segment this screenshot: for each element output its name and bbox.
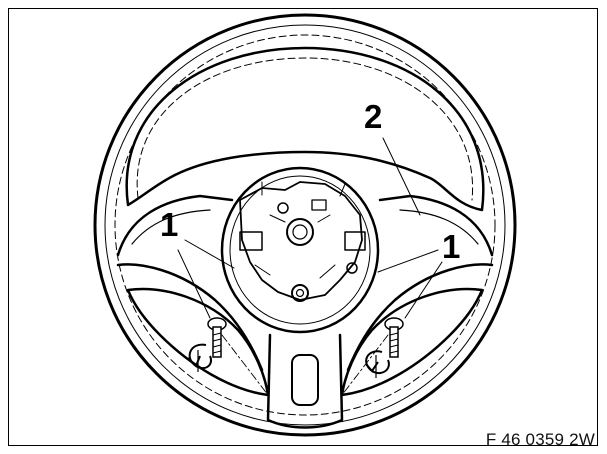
callout-1-right: 1: [442, 228, 460, 265]
hub-bolt-inner: [295, 288, 305, 298]
screw-right-icon: [384, 317, 404, 358]
rotate-arrow-right-icon: [365, 350, 390, 378]
hub-bolt: [291, 284, 309, 302]
rim-upper-opening: [125, 46, 485, 212]
leader-1-right-b: [404, 261, 443, 319]
bottom-spoke-slot: [291, 354, 319, 406]
left-spoke-inner: [131, 209, 211, 245]
hub-connector-left: [239, 231, 263, 251]
hub-pin-right: [346, 262, 358, 274]
hub-bracket: [239, 181, 363, 301]
rim-lower-right-opening: [340, 287, 484, 397]
screw-axis-right: [341, 334, 389, 396]
hub-ring-inner: [229, 175, 371, 325]
rim-lower-left-opening: [126, 287, 270, 397]
screw-left-icon: [207, 317, 227, 358]
callout-1-left: 1: [160, 206, 178, 243]
hub-bore-inner: [292, 224, 308, 240]
callout-2: 2: [364, 98, 382, 135]
hub-connector-right: [344, 231, 366, 251]
hub-detail-lines: [254, 181, 346, 279]
right-spoke-inner: [399, 209, 479, 245]
figure-caption: F 46 0359 2W: [485, 430, 595, 449]
figure-frame: [8, 8, 598, 446]
right-spoke: [346, 194, 494, 372]
screw-axis-left: [221, 334, 269, 396]
rim-upper-stitch: [136, 57, 474, 201]
rim-stitching: [114, 34, 496, 416]
bottom-spoke: [266, 333, 344, 429]
hub-pin-left: [277, 202, 289, 214]
leader-1-left-a: [184, 239, 235, 269]
hub-center-bore: [286, 218, 314, 246]
hub-clip-top: [311, 199, 327, 211]
leader-2: [382, 137, 421, 216]
leader-1-right-a: [377, 249, 439, 273]
hub-ring: [220, 166, 380, 334]
rim-outer-shade: [104, 24, 506, 426]
rim-outer: [93, 13, 517, 437]
leader-1-left-b: [177, 249, 211, 319]
rotate-arrow-left-icon: [187, 343, 212, 372]
